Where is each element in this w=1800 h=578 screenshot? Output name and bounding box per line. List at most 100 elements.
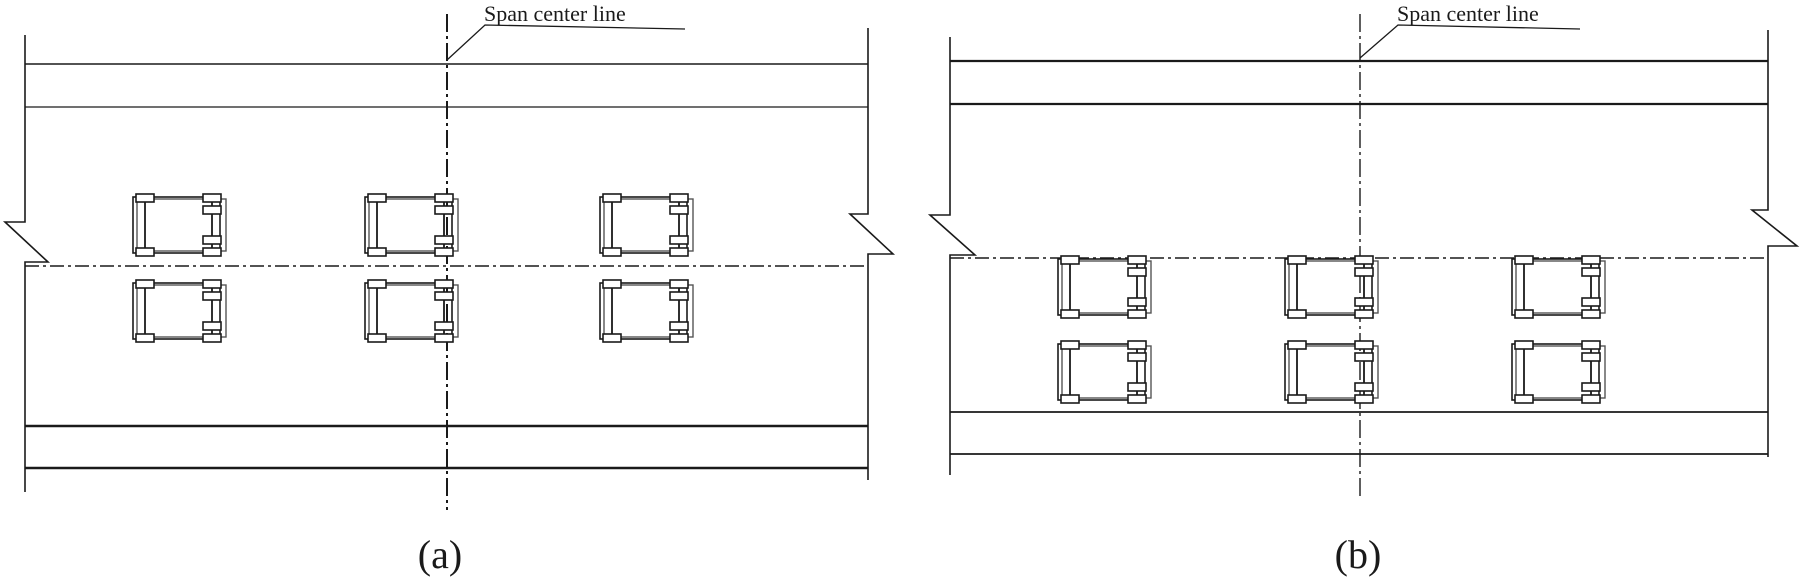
- vehicle-outline: [1288, 345, 1379, 399]
- vehicle-wheel: [434, 291, 454, 301]
- vehicle-wheel: [1354, 340, 1374, 350]
- vehicle-wheel: [1581, 394, 1601, 404]
- vehicle-wheel: [367, 279, 387, 289]
- callout-label-b: Span center line: [1397, 1, 1539, 26]
- vehicle-wheel: [1127, 340, 1147, 350]
- deck-edge-left-b: [927, 37, 978, 475]
- vehicle-wheel: [1354, 394, 1374, 404]
- vehicle-frame: [1057, 343, 1146, 401]
- vehicle-frame: [599, 282, 688, 340]
- vehicle-wheel: [602, 193, 622, 203]
- vehicle-group-b: [1057, 255, 1606, 404]
- vehicle-wheel: [602, 333, 622, 343]
- vehicle-outline: [136, 284, 227, 338]
- vehicle-wheel: [434, 193, 454, 203]
- vehicle-wheel: [1287, 340, 1307, 350]
- vehicle-wheel: [202, 291, 222, 301]
- vehicle-wheel: [1581, 255, 1601, 265]
- vehicle-outline: [603, 284, 694, 338]
- vehicle-wheel: [202, 247, 222, 257]
- vehicle-wheel: [1127, 352, 1147, 362]
- vehicle-wheel: [434, 247, 454, 257]
- vehicle-a-r2-c1: [132, 279, 227, 343]
- vehicle-frame: [1511, 258, 1600, 316]
- vehicle-wheel: [1060, 309, 1080, 319]
- vehicle-frame: [1284, 343, 1373, 401]
- vehicle-wheel: [135, 333, 155, 343]
- vehicle-wheel: [669, 291, 689, 301]
- vehicle-wheel: [1354, 255, 1374, 265]
- vehicle-wheel: [1287, 394, 1307, 404]
- vehicle-wheel: [1127, 382, 1147, 392]
- vehicle-wheel: [669, 205, 689, 215]
- vehicle-wheel: [1060, 394, 1080, 404]
- vehicle-wheel: [1581, 340, 1601, 350]
- vehicle-wheel: [669, 321, 689, 331]
- vehicle-wheel: [434, 279, 454, 289]
- vehicle-wheel: [1581, 382, 1601, 392]
- panel-a: Span center line (a): [2, 1, 896, 577]
- vehicle-wheel: [367, 193, 387, 203]
- vehicle-wheel: [1127, 309, 1147, 319]
- vehicle-wheel: [434, 333, 454, 343]
- vehicle-wheel: [202, 333, 222, 343]
- vehicle-wheel: [202, 235, 222, 245]
- vehicle-wheel: [1514, 340, 1534, 350]
- vehicle-wheel: [1060, 255, 1080, 265]
- vehicle-frame: [1057, 258, 1146, 316]
- vehicle-wheel: [1581, 352, 1601, 362]
- vehicle-b-r2-c1: [1057, 340, 1152, 404]
- vehicle-frame: [364, 196, 453, 254]
- vehicle-b-r2-c3: [1511, 340, 1606, 404]
- vehicle-wheel: [1287, 309, 1307, 319]
- vehicle-wheel: [367, 247, 387, 257]
- vehicle-wheel: [135, 279, 155, 289]
- vehicle-wheel: [1354, 309, 1374, 319]
- vehicle-outline: [1515, 260, 1606, 314]
- vehicle-wheel: [1127, 394, 1147, 404]
- deck-edge-left-a: [2, 35, 51, 492]
- vehicle-a-r1-c1: [132, 193, 227, 257]
- vehicle-wheel: [1514, 309, 1534, 319]
- vehicle-wheel: [1127, 255, 1147, 265]
- deck-edge-right-b: [1749, 30, 1800, 457]
- vehicle-group-a: [132, 193, 694, 343]
- vehicle-wheel: [1287, 255, 1307, 265]
- vehicle-wheel: [669, 279, 689, 289]
- vehicle-wheel: [1127, 297, 1147, 307]
- vehicle-a-r1-c2: [364, 193, 459, 257]
- vehicle-outline: [1061, 260, 1152, 314]
- vehicle-outline: [1515, 345, 1606, 399]
- vehicle-wheel: [602, 247, 622, 257]
- vehicle-wheel: [135, 247, 155, 257]
- vehicle-wheel: [434, 235, 454, 245]
- vehicle-outline: [368, 284, 459, 338]
- vehicle-frame: [132, 196, 221, 254]
- vehicle-wheel: [1354, 382, 1374, 392]
- vehicle-wheel: [1581, 267, 1601, 277]
- vehicle-outline: [1061, 345, 1152, 399]
- vehicle-wheel: [1060, 340, 1080, 350]
- vehicle-outline: [368, 198, 459, 252]
- vehicle-wheel: [202, 205, 222, 215]
- vehicle-outline: [603, 198, 694, 252]
- vehicle-wheel: [1354, 352, 1374, 362]
- vehicle-wheel: [367, 333, 387, 343]
- vehicle-frame: [364, 282, 453, 340]
- vehicle-wheel: [1354, 267, 1374, 277]
- vehicle-a-r2-c2: [364, 279, 459, 343]
- vehicle-frame: [599, 196, 688, 254]
- vehicle-wheel: [602, 279, 622, 289]
- vehicle-wheel: [1581, 297, 1601, 307]
- vehicle-wheel: [1581, 309, 1601, 319]
- vehicle-b-r1-c2: [1284, 255, 1379, 319]
- callout-label-a: Span center line: [484, 1, 626, 26]
- vehicle-outline: [136, 198, 227, 252]
- vehicle-wheel: [669, 333, 689, 343]
- vehicle-wheel: [202, 193, 222, 203]
- deck-edge-right-a: [847, 28, 896, 480]
- vehicle-wheel: [669, 247, 689, 257]
- vehicle-wheel: [434, 205, 454, 215]
- vehicle-wheel: [669, 235, 689, 245]
